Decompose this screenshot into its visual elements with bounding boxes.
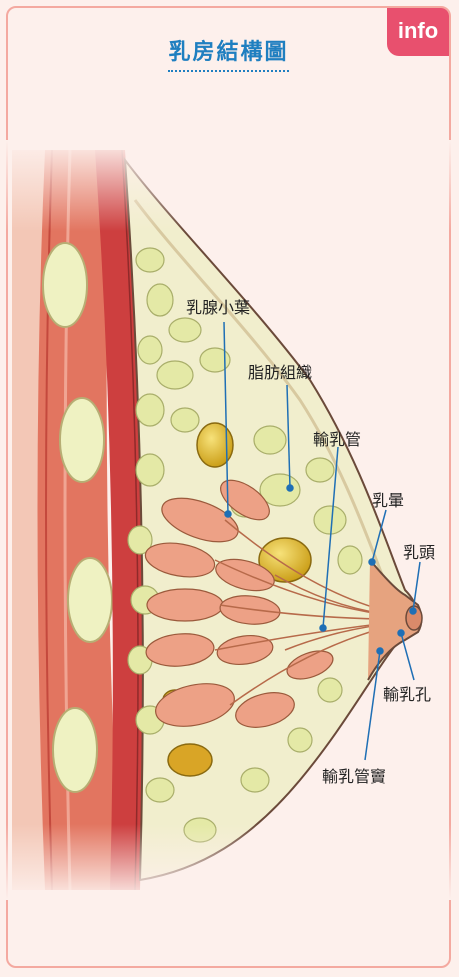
label-duct: 輸乳管 (313, 426, 361, 450)
label-fat: 脂肪組織 (248, 359, 312, 383)
label-sinus: 輸乳管竇 (322, 763, 386, 787)
label-lobules: 乳腺小葉 (186, 294, 250, 318)
label-areola: 乳暈 (372, 487, 404, 511)
label-nipple: 乳頭 (403, 539, 435, 563)
label-pore: 輸乳孔 (383, 681, 431, 705)
